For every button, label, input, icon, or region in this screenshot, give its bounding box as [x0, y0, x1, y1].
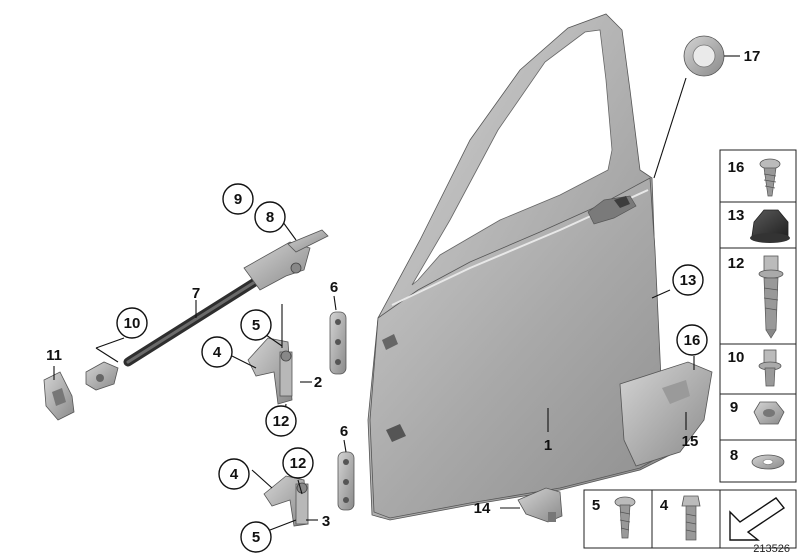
expansion-rivet-12-icon: [758, 255, 784, 339]
callout-6-upper: 6: [330, 279, 338, 296]
callout-5-lower: 5: [252, 529, 260, 546]
callout-13: 13: [680, 272, 697, 289]
callout-9: 9: [234, 191, 242, 208]
direction-arrow-icon: [729, 497, 786, 541]
callout-6-lower: 6: [340, 423, 348, 440]
side-label-8: 8: [730, 447, 738, 464]
bottom-label-5: 5: [592, 497, 600, 514]
callout-11: 11: [46, 347, 62, 364]
side-label-12: 12: [728, 255, 745, 272]
callout-5-upper: 5: [252, 317, 260, 334]
wedge-insulation: [619, 361, 713, 467]
drawing-number: 213526: [753, 543, 790, 555]
callout-1: 1: [544, 437, 552, 454]
stop-buffer-lower: [337, 451, 355, 511]
callout-4-lower: 4: [230, 466, 239, 483]
callout-12-upper: 12: [273, 413, 290, 430]
callout-14: 14: [474, 500, 491, 517]
cap-nut-13-icon: [750, 209, 790, 243]
bolt-4-icon: [681, 495, 701, 541]
side-hardware-panel: 16 13 12 10 9 8: [719, 149, 797, 483]
hex-nut-9-icon: [753, 401, 785, 425]
side-label-9: 9: [730, 399, 738, 416]
clip-part: [43, 371, 75, 421]
side-label-13: 13: [728, 207, 745, 224]
callout-10: 10: [124, 315, 141, 332]
callout-2: 2: [314, 374, 322, 391]
grommet-part: [683, 35, 725, 77]
upper-door-hinge: [247, 337, 293, 405]
callout-7: 7: [192, 285, 200, 302]
clip-10-icon: [758, 349, 782, 387]
screw-5-icon: [614, 496, 636, 539]
screw-16-icon: [759, 158, 781, 197]
washer-8-icon: [751, 454, 785, 470]
callout-4-upper: 4: [213, 344, 222, 361]
callout-3: 3: [322, 513, 330, 530]
bottom-label-4: 4: [660, 497, 669, 514]
door-shell: [367, 13, 671, 521]
callout-16: 16: [684, 332, 701, 349]
callout-labels: 1 2 3 6 6 7 11 14 15 17 9 8 10 5 4 12 12…: [46, 48, 761, 553]
callout-15: 15: [682, 433, 699, 450]
side-label-10: 10: [728, 349, 745, 366]
callout-17: 17: [744, 48, 761, 65]
stop-buffer-upper: [329, 311, 347, 375]
lower-door-hinge: [263, 475, 309, 527]
gasket-part: [287, 229, 329, 253]
bracket-part-14: [517, 487, 563, 523]
callout-12-lower: 12: [290, 455, 307, 472]
side-label-16: 16: [728, 159, 745, 176]
door-check-strap: [85, 241, 311, 391]
bottom-hardware-panel: 5 4: [583, 489, 797, 549]
callout-8: 8: [266, 209, 274, 226]
